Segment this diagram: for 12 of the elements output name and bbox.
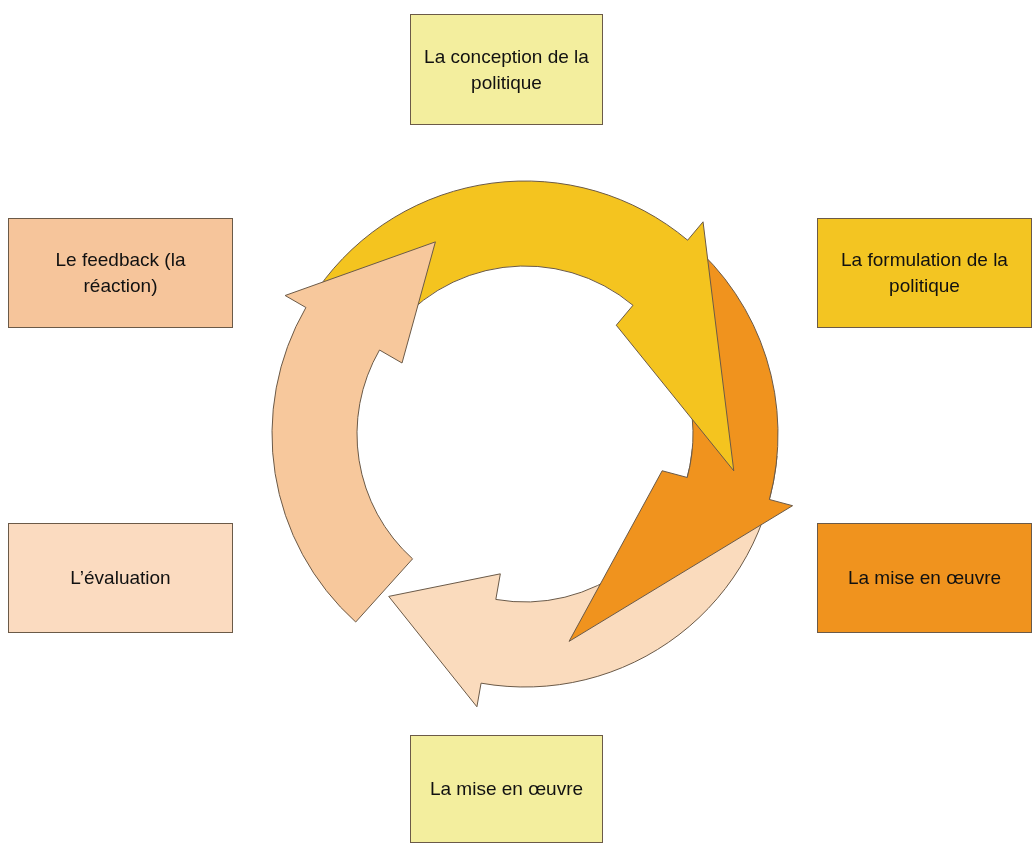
stage-label: La conception de la politique [423, 44, 590, 95]
stage-label: Le feedback (la réaction) [54, 248, 187, 298]
stage-label: L’évaluation [70, 566, 171, 591]
stage-box [8, 523, 233, 633]
stage-label: La mise en œuvre [429, 777, 584, 802]
stage-label: La mise en œuvre [847, 566, 1002, 591]
stage-label: La formulation de la politique [840, 248, 1009, 298]
stage-box [410, 735, 603, 843]
stage-box [410, 14, 603, 125]
stage-box [817, 523, 1032, 633]
stage-box [8, 218, 233, 328]
stage-box [817, 218, 1032, 328]
